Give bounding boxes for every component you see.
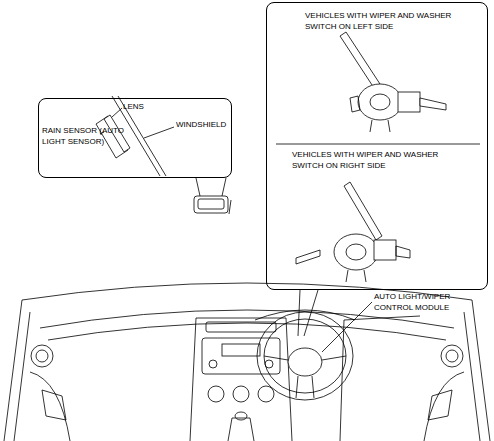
dash-panel	[340, 316, 420, 441]
switch-body	[350, 96, 360, 112]
callout-tail	[196, 178, 226, 196]
dash-top	[48, 323, 446, 340]
leader-line	[144, 127, 174, 138]
rain-sensor-icon	[194, 196, 228, 213]
windshield-detail	[96, 96, 174, 176]
callout-box: LENS RAIN SENSOR (AUTO LIGHT SENSOR) WINDS…	[38, 98, 232, 178]
steering-wheel	[257, 312, 353, 400]
switch-body	[398, 92, 420, 112]
switch-lever	[340, 32, 380, 88]
rain-sensor-icon	[198, 199, 224, 209]
climate-knob	[258, 386, 274, 402]
divider-line	[276, 144, 480, 145]
wiper-switch-right	[296, 182, 410, 282]
shift-boot	[228, 418, 254, 441]
steering-hub	[288, 348, 322, 376]
climate-knob	[208, 386, 224, 402]
callout-text: VEHICLES WITH WIPER AND WASHER SWITCH ON…	[305, 10, 473, 32]
clock-spring	[346, 244, 366, 260]
switch-lever	[420, 98, 446, 110]
callout-text: VEHICLES WITH WIPER AND WASHER SWITCH ON…	[292, 149, 460, 171]
clock-spring	[370, 94, 390, 110]
wheel-spoke	[264, 356, 346, 398]
air-vent	[446, 350, 458, 362]
air-vent	[36, 350, 48, 362]
connector-lead	[346, 270, 366, 282]
connector-lead	[370, 120, 390, 132]
switch-lever	[344, 182, 382, 240]
switch-body	[396, 246, 410, 258]
clock-spring	[358, 84, 402, 120]
shift-knob	[235, 412, 247, 420]
audio-unit	[202, 338, 280, 374]
wiper-switch-left	[340, 32, 446, 132]
switch-body	[374, 240, 396, 260]
air-vent	[441, 345, 463, 367]
dash-top	[40, 310, 454, 328]
display	[222, 344, 260, 356]
audio-knob	[209, 360, 217, 368]
center-stack	[190, 318, 292, 441]
meter-hood	[255, 310, 355, 320]
a-pillar	[4, 300, 490, 441]
clock-spring	[334, 234, 378, 270]
air-vent	[31, 345, 53, 367]
steering-wheel	[264, 319, 346, 393]
door-panel	[30, 372, 464, 441]
dashboard	[4, 283, 490, 441]
windshield-line	[118, 96, 166, 176]
climate-knob	[233, 386, 249, 402]
audio-knob	[265, 360, 273, 368]
callout-box: VEHICLES WITH WIPER AND WASHER SWITCH ON…	[266, 2, 488, 290]
callout-text: RAIN SENSOR (AUTO LIGHT SENSOR)	[42, 125, 138, 147]
callout-text: WINDSHIELD	[176, 119, 231, 130]
callout-text: LENS	[123, 101, 163, 112]
windshield-edge	[229, 200, 231, 214]
switch-lever	[296, 250, 320, 264]
part-label: AUTO LIGHT/WIPER CONTROL MODULE	[374, 291, 478, 313]
a-pillar	[14, 312, 480, 441]
sensor-callout-tail	[194, 178, 231, 214]
door-switch	[42, 390, 452, 420]
leader-line	[112, 108, 122, 117]
